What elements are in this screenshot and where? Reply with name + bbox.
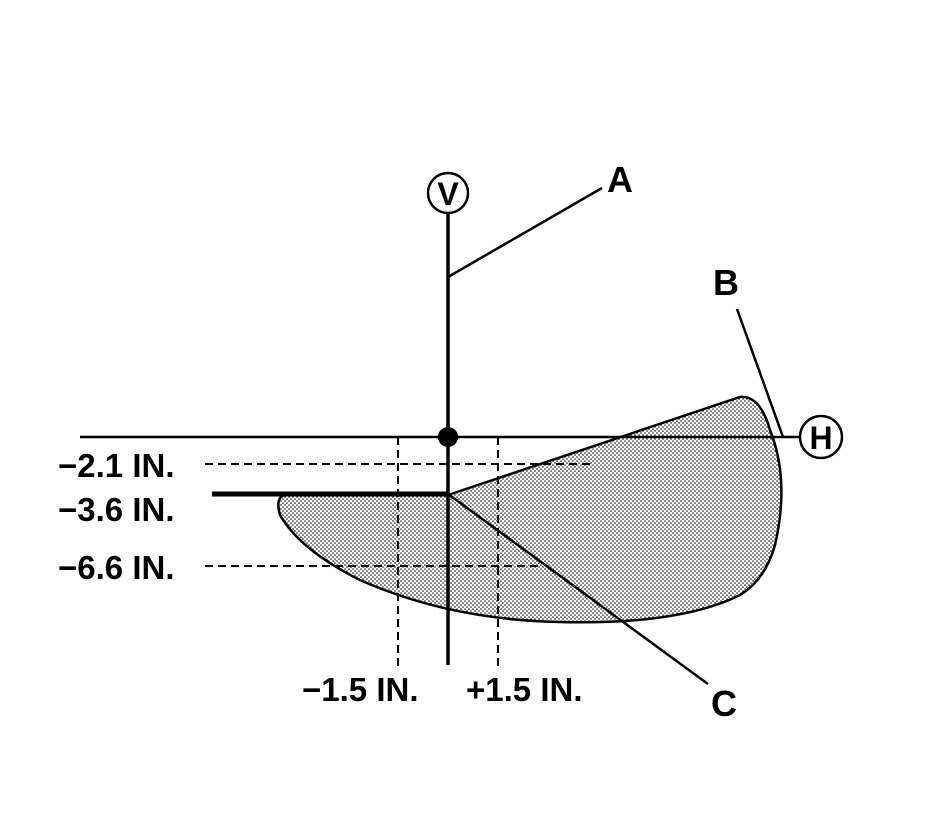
label-minus-1-5: −1.5 IN. [302, 671, 418, 708]
center-point [438, 427, 458, 447]
v-circle [426, 171, 470, 215]
vertical-axis-marker: V [426, 171, 470, 215]
label-minus-3-6: −3.6 IN. [58, 491, 174, 528]
callout-a: A [607, 159, 633, 200]
horizontal-axis-marker: H [798, 414, 844, 460]
callout-c: C [711, 683, 737, 724]
leader-line-a [447, 186, 603, 279]
callout-b: B [713, 262, 739, 303]
beam-pattern [277, 395, 783, 624]
leader-line-b [735, 308, 785, 438]
v-letter: V [437, 176, 459, 212]
leader-line-c [447, 492, 709, 686]
h-letter: H [809, 420, 832, 456]
label-minus-2-1: −2.1 IN. [58, 447, 174, 484]
label-plus-1-5: +1.5 IN. [466, 671, 582, 708]
h-circle [798, 414, 844, 460]
label-minus-6-6: −6.6 IN. [58, 549, 174, 586]
